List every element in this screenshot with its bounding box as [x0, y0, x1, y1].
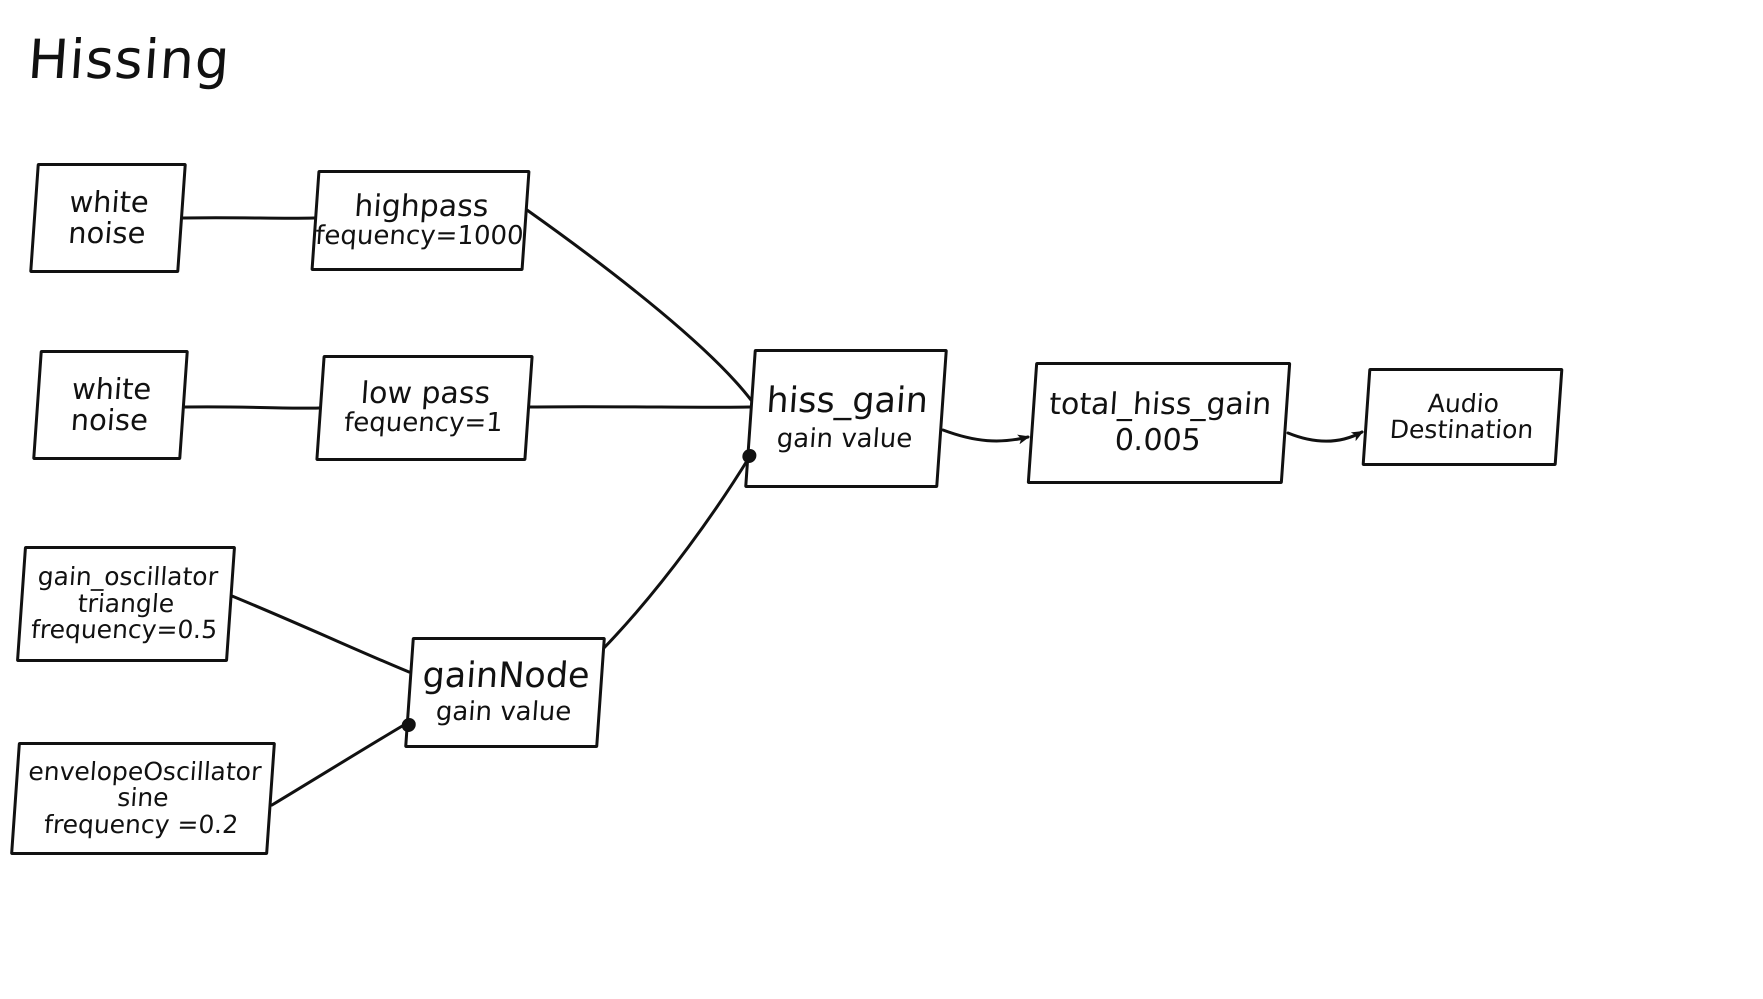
node-gain-node-label: gainNode [421, 656, 591, 697]
node-gain-node-param-label: gain value [434, 697, 573, 728]
edge-gainoscillator-gainnode [230, 594, 411, 674]
node-gain-oscillator-frequency: frequency=0.5 [30, 615, 219, 645]
node-white-noise-2-line2: noise [69, 403, 150, 437]
edge-hissgain-totalhissgain [941, 428, 1030, 445]
node-hiss-gain[interactable]: hiss_gain gain value [741, 349, 948, 488]
edge-gainnode-hissgain-gainvalue [600, 454, 752, 652]
node-gain-oscillator-waveform: triangle [76, 588, 176, 618]
gain-node-gain-value-port[interactable] [401, 718, 417, 732]
edge-lowpass-hissgain [528, 405, 752, 409]
node-lowpass-frequency: fequency=1 [343, 408, 504, 439]
node-envelope-oscillator-label: envelopeOscillator [27, 756, 263, 786]
node-total-hiss-gain-value: 0.005 [1113, 423, 1202, 458]
node-highpass-type: highpass [353, 188, 490, 224]
node-highpass-frequency: fequency=1000 [314, 220, 525, 251]
page-title: Hissing [25, 28, 233, 91]
node-audio-destination-line1: Audio [1426, 388, 1501, 418]
node-audio-destination[interactable]: Audio Destination [1361, 368, 1564, 466]
edge-whitenoise1-highpass [181, 216, 316, 220]
edge-totalhissgain-audiodestination [1286, 430, 1364, 443]
node-envelope-oscillator[interactable]: envelopeOscillator sine frequency =0.2 [10, 742, 276, 855]
node-white-noise-1[interactable]: white noise [29, 163, 187, 273]
edge-highpass-hissgain [525, 208, 753, 402]
node-hiss-gain-param-label: gain value [775, 424, 914, 455]
node-gain-node[interactable]: gainNode gain value [401, 637, 606, 748]
node-total-hiss-gain-label: total_hiss_gain [1048, 387, 1273, 423]
node-gain-oscillator-label: gain_oscillator [36, 562, 219, 592]
node-total-hiss-gain[interactable]: total_hiss_gain 0.005 [1026, 362, 1292, 484]
edge-whitenoise2-lowpass [183, 405, 321, 410]
node-highpass[interactable]: highpass fequency=1000 [310, 170, 531, 271]
node-lowpass-type: low pass [359, 376, 492, 412]
node-envelope-oscillator-waveform: sine [116, 783, 170, 813]
node-audio-destination-line2: Destination [1388, 415, 1535, 444]
node-gain-oscillator[interactable]: gain_oscillator triangle frequency=0.5 [15, 546, 237, 662]
node-lowpass[interactable]: low pass fequency=1 [315, 355, 534, 461]
node-white-noise-1-line2: noise [67, 216, 147, 250]
edge-envelopeoscillator-gainnode [270, 720, 411, 807]
node-hiss-gain-label: hiss_gain [765, 381, 930, 422]
node-white-noise-1-line1: white [68, 185, 150, 220]
node-white-noise-2[interactable]: white noise [32, 350, 189, 460]
node-white-noise-2-line1: white [70, 372, 153, 407]
hiss-gain-gain-value-port[interactable] [741, 449, 757, 463]
node-envelope-oscillator-frequency: frequency =0.2 [43, 809, 240, 839]
